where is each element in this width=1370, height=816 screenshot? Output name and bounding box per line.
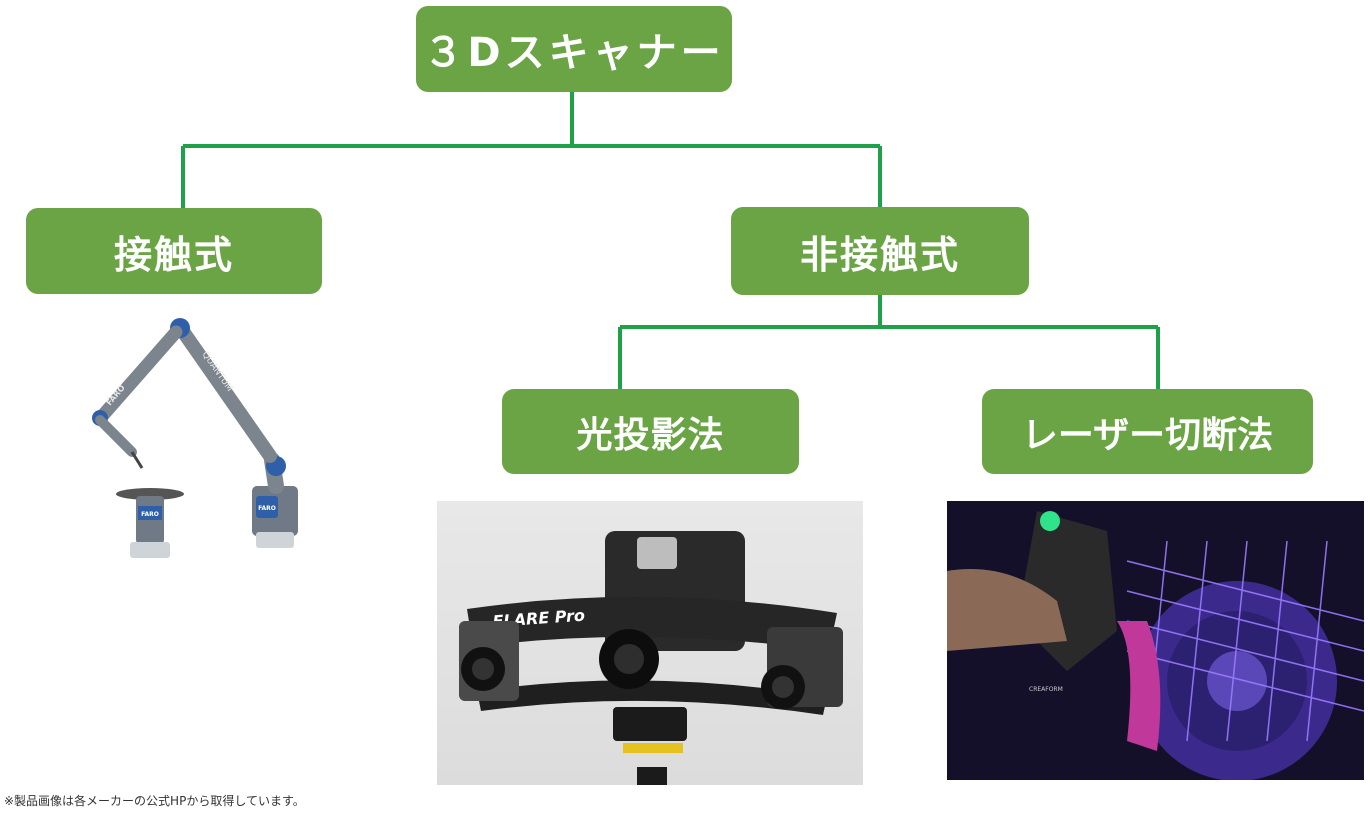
arm-brand-base: FARO <box>258 505 276 512</box>
laser-scanner-image: CREAFORM <box>947 501 1364 780</box>
node-contact: 接触式 <box>26 208 322 294</box>
node-3d-scanner: ３Dスキャナー <box>416 6 732 92</box>
image-source-note: ※製品画像は各メーカーの公式HPから取得しています。 <box>4 794 305 808</box>
arm-brand-small: FARO <box>141 511 159 518</box>
connector-noncontact <box>618 295 1160 389</box>
laser-scanner-label: CREAFORM <box>1029 686 1063 693</box>
node-laser-section: レーザー切断法 <box>982 389 1313 474</box>
measuring-arm-image: FARO FARO QUANTUM FARO <box>80 310 320 580</box>
tripod-label: Manfrotto <box>634 756 673 765</box>
node-light-projection: 光投影法 <box>502 389 799 474</box>
node-non-contact: 非接触式 <box>731 207 1029 295</box>
connector-root <box>181 92 882 208</box>
light-projection-scanner-image: FLARE Pro Manfrotto <box>437 501 863 785</box>
